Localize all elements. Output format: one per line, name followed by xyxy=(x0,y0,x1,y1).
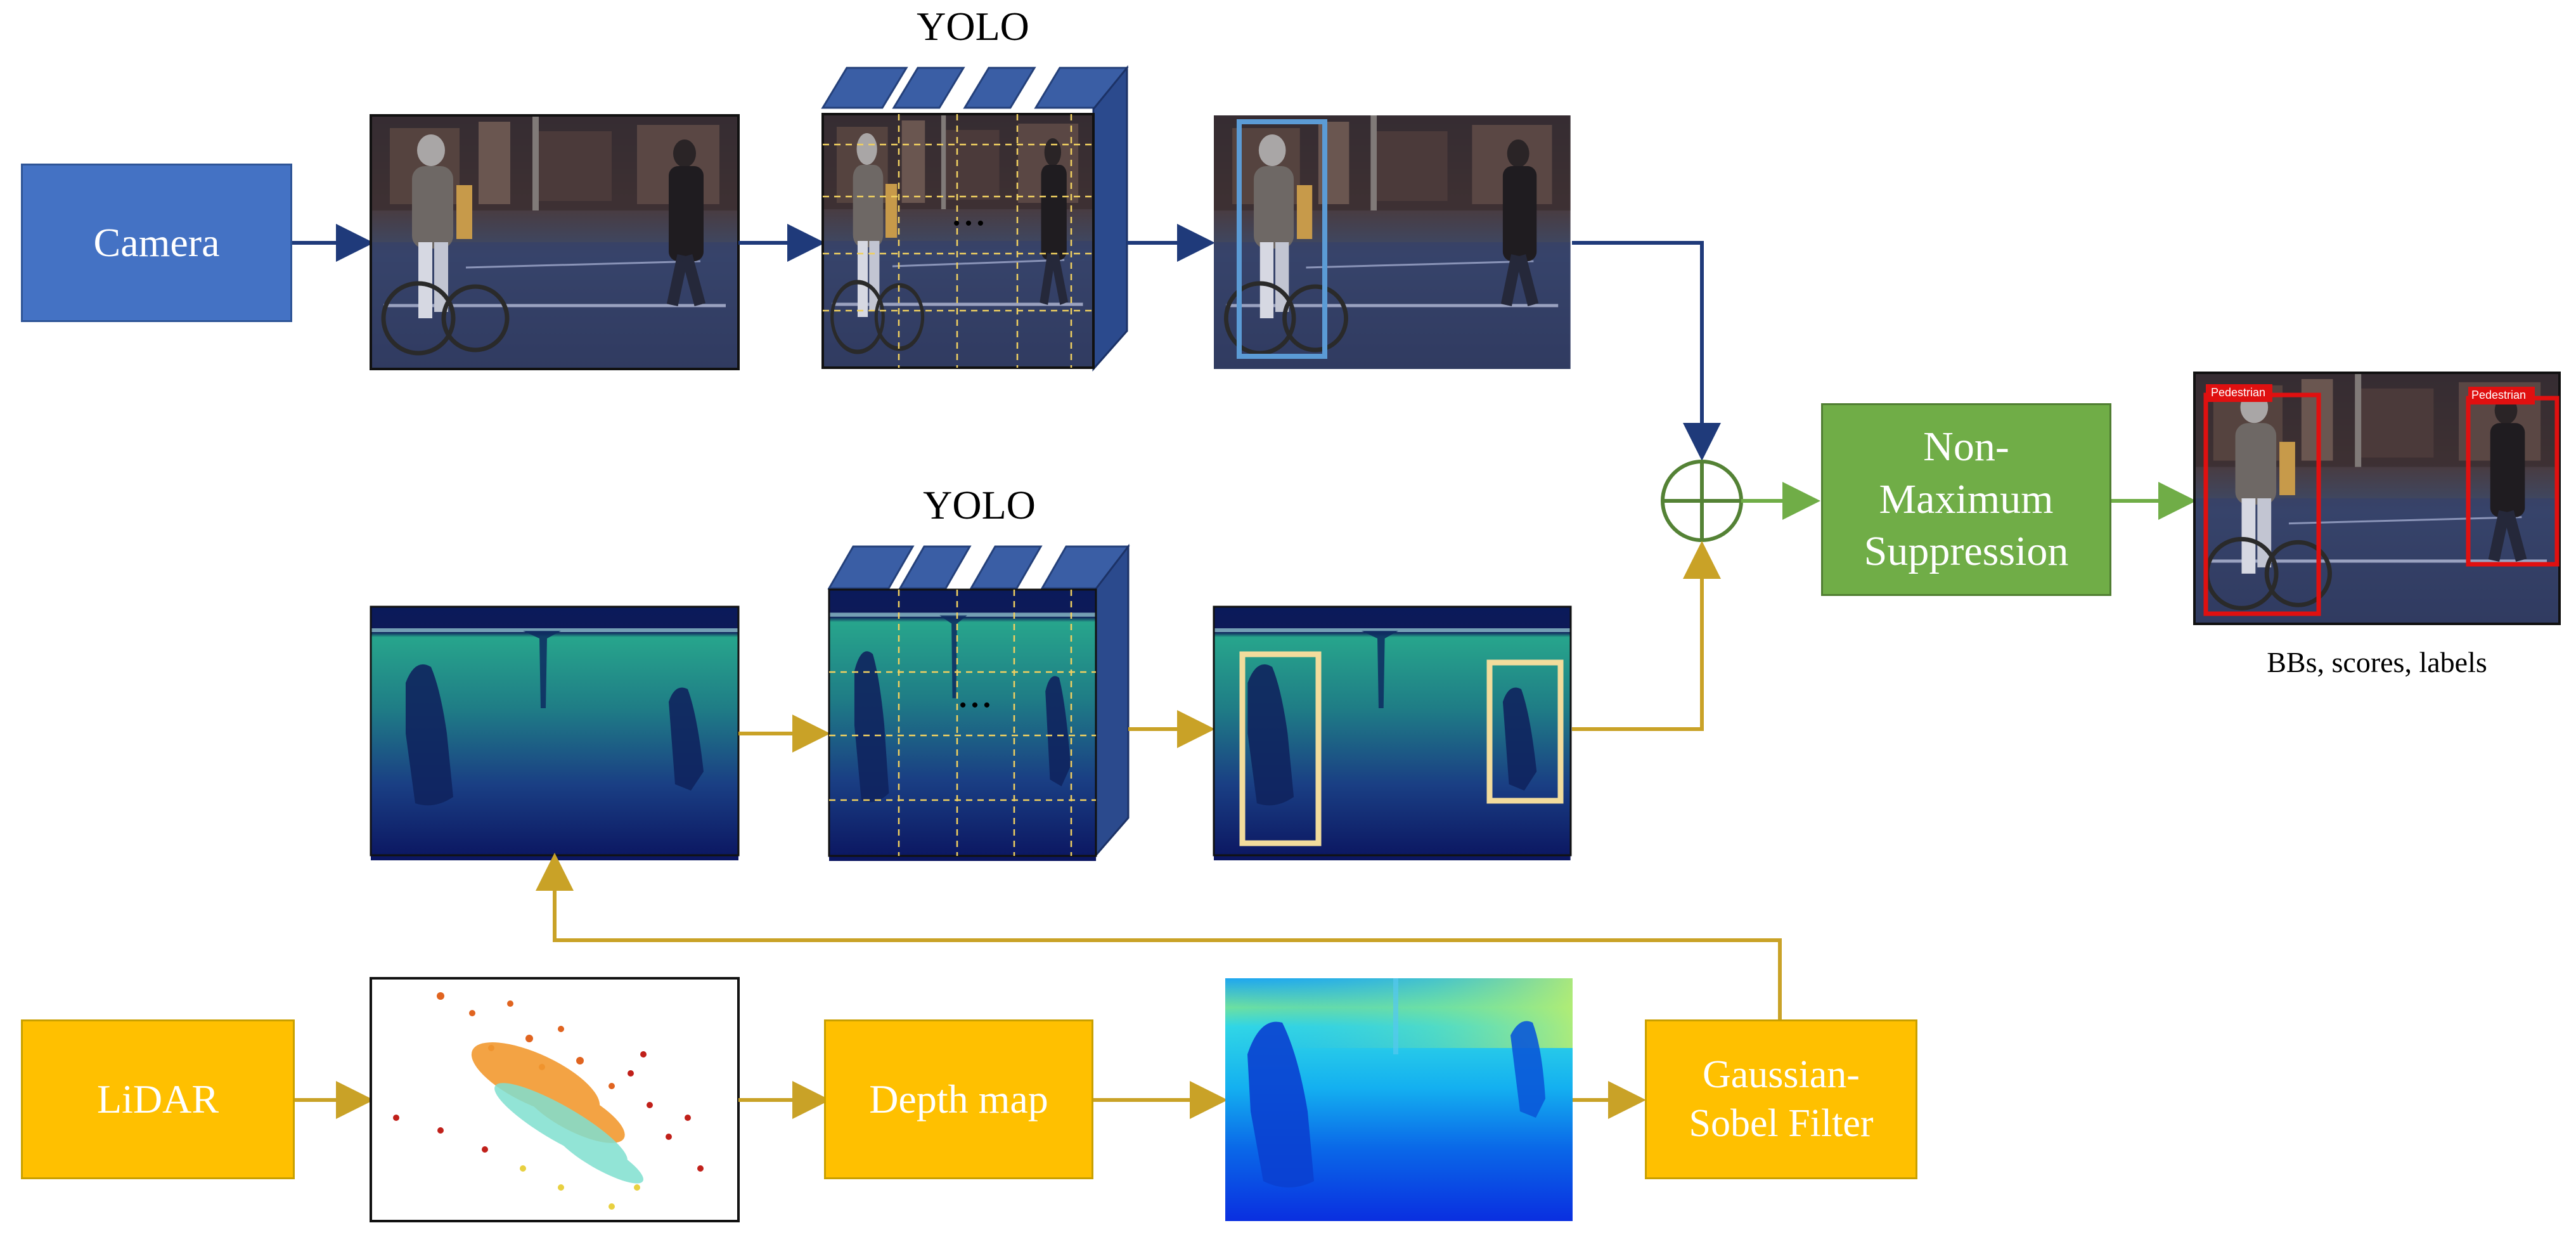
yolo-block-top xyxy=(823,65,1129,372)
nms-node: Non- Maximum Suppression xyxy=(1821,403,2111,596)
yolo-ellipsis-top: • • • xyxy=(953,213,984,234)
output-tag-cyclist: Pedestrian xyxy=(2211,386,2265,399)
camera-rgb-image xyxy=(371,115,738,369)
output-tag-pedestrian: Pedestrian xyxy=(2471,389,2526,401)
nms-label-line2: Maximum xyxy=(1879,475,2054,522)
arrow-camera-to-fusion xyxy=(1572,241,1721,461)
filter-label-line2: Sobel Filter xyxy=(1689,1102,1874,1145)
output-detection-image xyxy=(2194,373,2560,624)
yolo-ellipsis-bottom: • • • xyxy=(960,695,990,716)
nms-label-line1: Non- xyxy=(1923,424,2009,470)
arrow-depth-to-fusion xyxy=(1572,541,1721,731)
camera-bbox xyxy=(1237,119,1327,359)
yolo-grid-bottom xyxy=(829,590,1096,856)
lidar-node: LiDAR xyxy=(21,1019,295,1179)
arrow-filter-to-depth-input xyxy=(536,853,1782,1019)
depth-map-label: Depth map xyxy=(869,1077,1048,1122)
nms-label-line3: Suppression xyxy=(1864,528,2069,575)
depth-bbox-cyclist xyxy=(1239,651,1322,846)
camera-detection-image xyxy=(1214,115,1571,369)
yolo-block-bottom xyxy=(827,543,1130,861)
fusion-sum-icon xyxy=(1661,460,1743,542)
output-caption: BBs, scores, labels xyxy=(2267,646,2487,678)
filter-label-line1: Gaussian- xyxy=(1703,1052,1860,1096)
depth-bbox-pedestrian xyxy=(1486,659,1564,804)
depth-detection-image xyxy=(1213,605,1572,860)
yolo-title-top: YOLO xyxy=(917,4,1029,49)
lidar-pointcloud-image xyxy=(370,977,740,1222)
yolo-grid-top xyxy=(823,114,1093,368)
camera-node: Camera xyxy=(21,164,292,322)
depth-map-node: Depth map xyxy=(824,1019,1093,1179)
gaussian-sobel-node: Gaussian- Sobel Filter xyxy=(1645,1019,1917,1179)
depth-input-image xyxy=(370,605,740,860)
yolo-title-bottom: YOLO xyxy=(923,482,1036,527)
lidar-label: LiDAR xyxy=(97,1077,219,1122)
depth-map-image xyxy=(1225,978,1573,1221)
camera-label: Camera xyxy=(93,220,220,265)
